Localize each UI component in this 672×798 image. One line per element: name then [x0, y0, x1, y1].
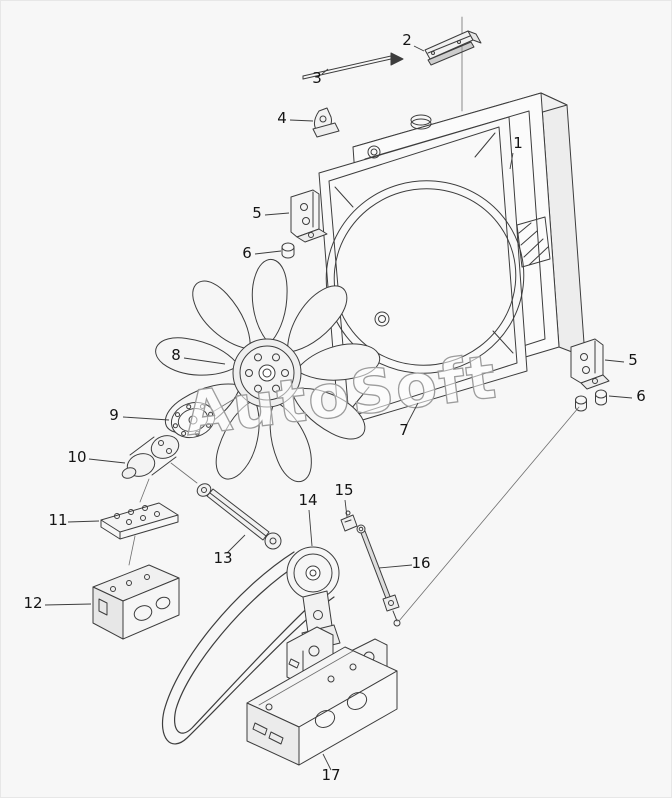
mount-plate [100, 502, 179, 540]
callout-14: 14 [298, 491, 317, 509]
core-fins-hatch [516, 216, 551, 268]
diagram-art [92, 16, 610, 766]
callout-16: 16 [411, 554, 430, 572]
callout-7: 7 [399, 421, 409, 439]
belt-inner [174, 562, 328, 734]
callout-2: 2 [402, 31, 412, 49]
lower-bracket [246, 626, 398, 766]
callout-10: 10 [67, 448, 86, 466]
clip-part [340, 510, 358, 532]
callout-17: 17 [321, 766, 340, 784]
belt-outer [162, 551, 335, 745]
callout-6-right: 6 [636, 387, 646, 405]
fan-blades [155, 258, 381, 483]
support-bracket [92, 564, 180, 640]
channel-bracket [246, 646, 398, 766]
callout-5-right: 5 [628, 351, 638, 369]
callout-11: 11 [48, 511, 67, 529]
clamp-part [312, 107, 340, 138]
bracket-left [290, 189, 328, 243]
rod-part [302, 52, 404, 80]
fan-drive [121, 435, 180, 479]
cooling-fan [155, 258, 381, 483]
axis-lines [128, 395, 580, 622]
callout-12: 12 [23, 594, 42, 612]
callout-3: 3 [312, 69, 322, 87]
tensioner-pulley [286, 546, 340, 600]
filler-cap [410, 114, 432, 126]
callout-13: 13 [213, 549, 232, 567]
callout-5-left: 5 [252, 204, 262, 222]
drive-shaft [196, 483, 282, 550]
callouts: 1 2 3 4 5 6 7 8 9 10 11 12 13 14 15 16 5… [23, 31, 645, 784]
callout-4: 4 [277, 109, 287, 127]
fan-hub [232, 338, 302, 408]
callout-15: 15 [334, 481, 353, 499]
callout-9: 9 [109, 406, 119, 424]
upper-bracket-strip [424, 30, 482, 66]
rod-arrow-tip [390, 52, 404, 66]
callout-1: 1 [513, 134, 523, 152]
stay-rod [356, 524, 401, 627]
grommets-right [575, 389, 607, 412]
callout-6-left: 6 [242, 244, 252, 262]
lower-pipe [374, 311, 390, 327]
bracket-right [570, 338, 610, 390]
fan-flange [170, 401, 216, 439]
callout-8: 8 [171, 346, 181, 364]
upper-pipe [367, 145, 381, 159]
grommet-left [281, 242, 295, 259]
